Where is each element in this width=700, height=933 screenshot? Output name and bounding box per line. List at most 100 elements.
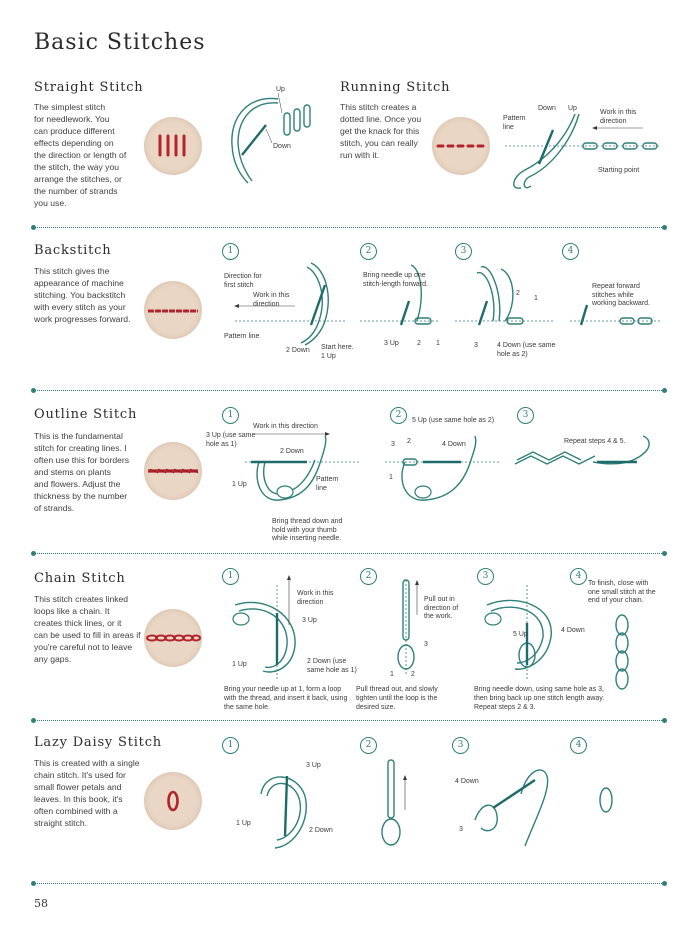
outline-2-label: 2 — [407, 438, 411, 445]
chain-caption-step-2: Pull thread out, and slowly tighten unti… — [356, 686, 438, 711]
lazy-3-up-label: 3 Up — [306, 762, 321, 769]
chain-step-4: 4 — [570, 568, 587, 585]
lazy-step-2: 2 — [360, 737, 377, 754]
outline-step-3: 3 — [517, 407, 534, 424]
chain-step-1: 1 — [222, 568, 239, 585]
outline-stitch-sample — [148, 468, 199, 474]
backstitch-sample — [148, 309, 198, 313]
outline-work-direction-label: Work in this direction — [253, 423, 318, 430]
chain-caption-step-1: Bring your needle up at 1, form a loop w… — [224, 686, 348, 711]
chain-3-up-label: 3 Up — [302, 617, 317, 624]
backstitch-3-label: 3 — [474, 342, 478, 349]
outline-step-2: 2 — [390, 407, 407, 424]
outline-stitch-swatch — [144, 442, 202, 500]
lazy-daisy-diagram — [260, 759, 613, 849]
outline-stitch-diagram — [245, 432, 650, 501]
straight-stitch-title: Straight Stitch — [34, 80, 144, 95]
chain-4-down-label: 4 Down — [561, 627, 585, 634]
lazy-daisy-swatch — [144, 772, 202, 830]
outline-3-label: 3 — [391, 441, 395, 448]
backstitch-2b-label: 2 — [516, 290, 520, 297]
running-stitch-swatch — [432, 117, 490, 175]
running-up-label: Up — [568, 105, 577, 112]
running-stitch-diagram — [505, 113, 660, 189]
backstitch-pattern-line-label: Pattern line — [224, 333, 260, 340]
page-number: 58 — [34, 897, 48, 910]
chain-1-label: 1 — [390, 671, 394, 678]
section-divider — [31, 718, 667, 723]
lazy-2-down-label: 2 Down — [309, 827, 333, 834]
chain-step-2: 2 — [360, 568, 377, 585]
lazy-daisy-sample — [167, 790, 179, 812]
section-divider — [31, 388, 667, 393]
chain-stitch-diagram — [232, 575, 629, 690]
backstitch-start-label: Start here.1 Up — [321, 344, 354, 360]
straight-stitch-diagram — [231, 92, 311, 184]
backstitch-3-up-label: 3 Up — [384, 340, 399, 347]
backstitch-2-down-label: 2 Down — [286, 347, 310, 354]
outline-repeat-label: Repeat steps 4 & 5. — [564, 438, 626, 445]
backstitch-swatch — [144, 281, 202, 339]
straight-up-label: Up — [276, 86, 285, 93]
lazy-3-label: 3 — [459, 826, 463, 833]
chain-5-up-label: 5 Up — [513, 631, 528, 638]
lazy-step-4: 4 — [570, 737, 587, 754]
outline-1-label: 1 — [389, 474, 393, 481]
chain-3-label: 3 — [424, 641, 428, 648]
chain-step-3: 3 — [477, 568, 494, 585]
chain-stitch-title: Chain Stitch — [34, 571, 126, 586]
outline-1-up-label: 1 Up — [232, 481, 247, 488]
section-divider — [31, 225, 667, 230]
outline-4-down-label: 4 Down — [442, 441, 466, 448]
lazy-daisy-title: Lazy Daisy Stitch — [34, 735, 162, 750]
straight-stitch-swatch — [144, 117, 202, 175]
chain-stitch-swatch — [144, 609, 202, 667]
lazy-step-1: 1 — [222, 737, 239, 754]
chain-1-up-label: 1 Up — [232, 661, 247, 668]
backstitch-title: Backstitch — [34, 243, 112, 258]
outline-2-down-label: 2 Down — [280, 448, 304, 455]
backstitch-diagram — [234, 262, 660, 346]
chain-stitch-sample — [146, 634, 201, 642]
backstitch-step-4: 4 — [562, 243, 579, 260]
backstitch-step-3: 3 — [455, 243, 472, 260]
chain-caption-step-3: Bring needle down, using same hole as 3,… — [474, 686, 605, 711]
straight-stitch-sample — [158, 134, 186, 157]
outline-stitch-title: Outline Stitch — [34, 407, 138, 422]
backstitch-step-1: 1 — [222, 243, 239, 260]
lazy-4-down-label: 4 Down — [455, 778, 479, 785]
section-divider — [31, 881, 667, 886]
outline-step-1: 1 — [222, 407, 239, 424]
lazy-1-up-label: 1 Up — [236, 820, 251, 827]
backstitch-1-label: 1 — [436, 340, 440, 347]
chain-2-label: 2 — [411, 671, 415, 678]
running-stitch-sample — [436, 144, 485, 148]
lazy-step-3: 3 — [452, 737, 469, 754]
backstitch-2-label: 2 — [417, 340, 421, 347]
running-starting-point-label: Starting point — [598, 167, 640, 174]
outline-5-up-label: 5 Up (use same hole as 2) — [412, 417, 495, 424]
page-title: Basic Stitches — [34, 30, 206, 55]
running-stitch-title: Running Stitch — [340, 80, 451, 95]
backstitch-step-2: 2 — [360, 243, 377, 260]
section-divider — [31, 551, 667, 556]
